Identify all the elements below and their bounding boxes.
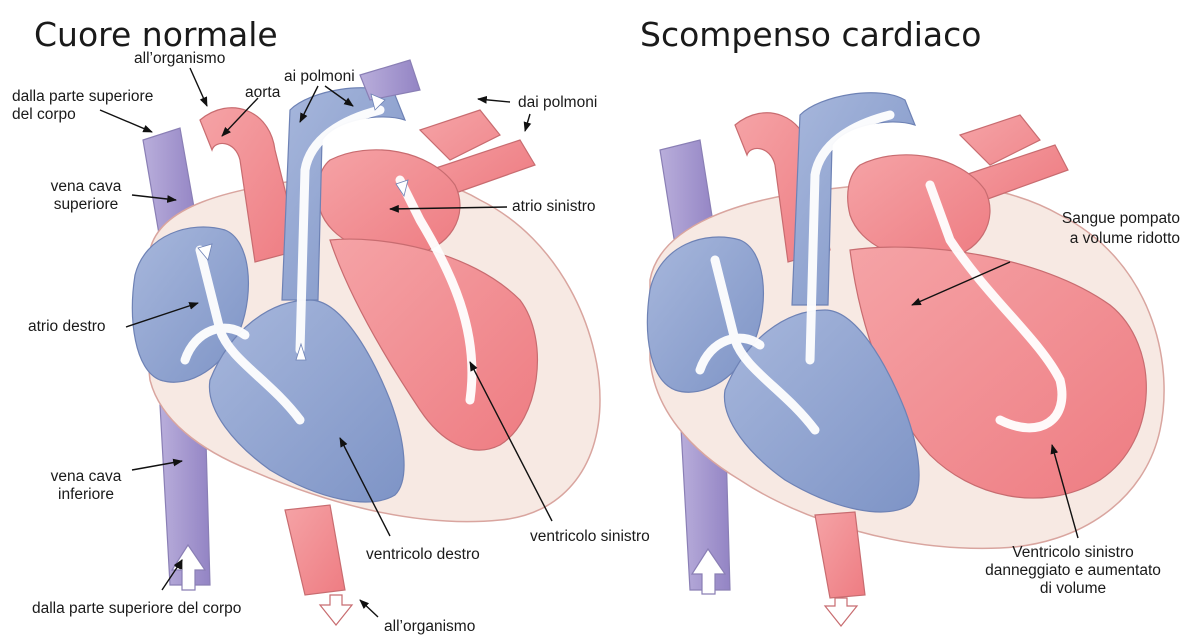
- label-all-organismo-bottom: all’organismo: [384, 618, 475, 636]
- label-ventricolo-destro: ventricolo destro: [366, 546, 480, 564]
- label-atrio-sinistro: atrio sinistro: [512, 198, 596, 216]
- title-normal-heart: Cuore normale: [34, 18, 278, 51]
- title-heart-failure: Scompenso cardiaco: [640, 18, 982, 51]
- label-ventricolo-danneggiato-1: Ventricolo sinistro: [968, 544, 1178, 562]
- label-dalla-superiore-2: del corpo: [12, 106, 76, 124]
- label-dalla-superiore-1: dalla parte superiore: [12, 88, 153, 106]
- label-aorta: aorta: [245, 84, 280, 102]
- label-all-organismo-top: all’organismo: [134, 50, 225, 68]
- label-ventricolo-danneggiato-3: di volume: [968, 580, 1178, 598]
- label-sangue-1: Sangue pompato: [980, 210, 1180, 228]
- label-atrio-destro: atrio destro: [28, 318, 106, 336]
- label-ventricolo-sinistro: ventricolo sinistro: [530, 528, 650, 546]
- label-dalla-superiore-bottom: dalla parte superiore del corpo: [32, 600, 241, 618]
- label-vena-cava-inf-2: inferiore: [36, 486, 136, 504]
- label-vena-cava-sup-1: vena cava: [36, 178, 136, 196]
- descending-aorta: [285, 505, 345, 595]
- label-ventricolo-danneggiato-2: danneggiato e aumentato: [968, 562, 1178, 580]
- outflow-arrow-aorta: [320, 595, 352, 625]
- outflow-arrow-aorta-2: [825, 598, 857, 626]
- label-dai-polmoni: dai polmoni: [518, 94, 597, 112]
- label-sangue-2: a volume ridotto: [980, 230, 1180, 248]
- label-vena-cava-sup-2: superiore: [36, 196, 136, 214]
- label-ai-polmoni: ai polmoni: [284, 68, 355, 86]
- pulmonary-trunk-top: [360, 60, 420, 100]
- label-vena-cava-inf-1: vena cava: [36, 468, 136, 486]
